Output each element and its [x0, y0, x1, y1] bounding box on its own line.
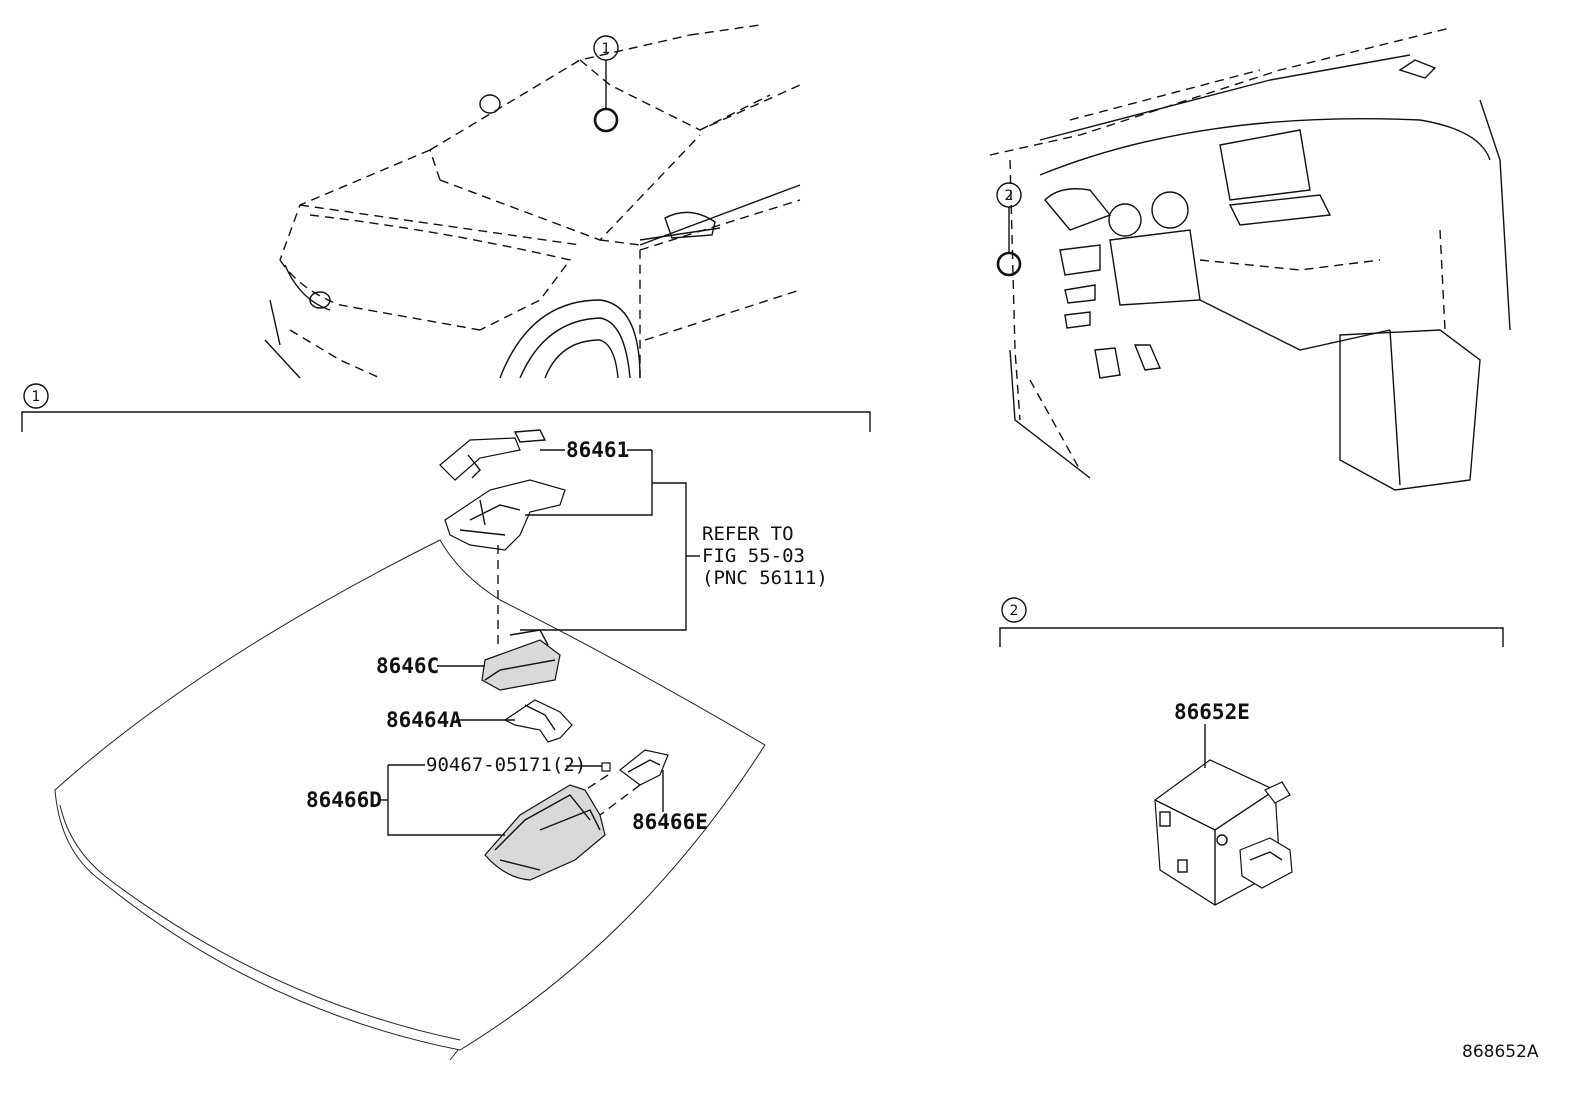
section-1-callout: 1 — [32, 389, 41, 405]
mounting-bracket-illustration — [444, 479, 566, 551]
refer-to-line-3: (PNC 56111) — [702, 567, 828, 589]
label-8646C: 8646C — [376, 654, 439, 678]
label-86461: 86461 — [566, 438, 629, 462]
car-exterior-illustration — [264, 24, 801, 379]
figure-code: 868652A — [1462, 1042, 1539, 1062]
refer-to-line-1: REFER TO — [702, 523, 794, 545]
section-2-bracket — [999, 597, 1504, 647]
label-86652E: 86652E — [1174, 700, 1250, 724]
label-90467-05171: 90467-05171(2) — [426, 754, 586, 776]
dashboard-interior-illustration — [989, 27, 1511, 491]
part-86652E-illustration — [1154, 759, 1293, 906]
part-86461-illustration — [439, 429, 547, 481]
part-8646C-illustration — [481, 629, 561, 691]
label-86466D: 86466D — [306, 788, 382, 812]
screw-90467-illustration — [601, 762, 611, 772]
part-86464A-illustration — [503, 699, 573, 743]
section-1-leaders — [378, 449, 700, 836]
callout-1-label-top: 1 — [602, 41, 611, 57]
label-86464A: 86464A — [386, 708, 462, 732]
refer-to-line-2: FIG 55-03 — [702, 545, 805, 567]
part-86466D-illustration — [484, 784, 606, 881]
section-2-callout: 2 — [1010, 603, 1019, 619]
callout-2-label-top: 2 — [1005, 188, 1014, 204]
windshield-glass — [54, 539, 766, 1061]
label-86466E: 86466E — [632, 810, 708, 834]
part-86466E-illustration — [619, 749, 669, 786]
section-1-bracket — [21, 383, 871, 432]
